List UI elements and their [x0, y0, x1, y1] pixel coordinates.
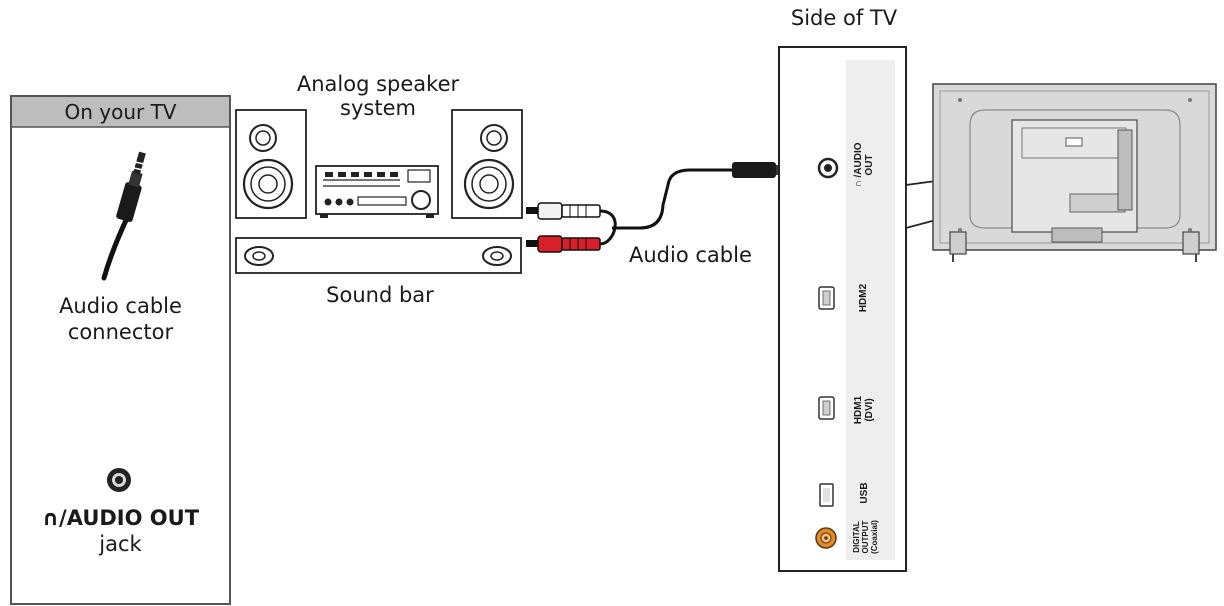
jack-label-line-2: jack [99, 532, 142, 556]
hdmi1-port-icon [818, 396, 835, 420]
port-label-hdmi1: HDM1 (DVI) [853, 388, 875, 432]
port-label-audio-out: ∩ /AUDIO OUT [853, 134, 875, 196]
legend-panel [10, 95, 231, 605]
headphone-icon: ∩ [41, 506, 60, 530]
legend-header: On your TV [64, 100, 177, 124]
audio-jack-icon [107, 468, 131, 492]
port-label-hdmi2: HDM2 [858, 278, 869, 318]
left-speaker-icon [235, 109, 307, 219]
speaker-label-line-2: system [340, 96, 416, 120]
right-speaker-icon [451, 109, 523, 219]
sound-bar-label: Sound bar [326, 283, 434, 307]
port-label-audio-out-line-2: OUT [864, 154, 875, 176]
coax-port-icon [815, 527, 837, 549]
white-rca-plug-icon [526, 202, 601, 220]
tv-back-icon [932, 83, 1217, 262]
port-label-hdmi1-line-2: (DVI) [864, 398, 875, 422]
port-label-usb-text: USB [859, 482, 870, 504]
port-label-usb: USB [859, 478, 870, 508]
audio-cable [599, 168, 736, 246]
port-label-digital: DIGITAL OUTPUT (Coaxial) [852, 512, 879, 562]
connector-label-line-1: Audio cable [59, 294, 182, 318]
port-label-digital-line-1: DIGITAL [852, 521, 861, 553]
sound-bar-icon [235, 237, 522, 274]
audio-out-port-icon [817, 157, 839, 179]
port-label-hdmi1-line-1: HDM1 [853, 395, 864, 425]
red-rca-plug-icon [526, 235, 601, 253]
hdmi2-port-icon [818, 286, 835, 310]
port-label-digital-line-3: (Coaxial) [870, 520, 879, 554]
port-label-audio-out-line-1: ∩ /AUDIO [853, 142, 864, 188]
audio-cable-label: Audio cable [629, 243, 752, 267]
port-label-digital-line-2: OUTPUT [861, 520, 870, 554]
tv-side-title: Side of TV [790, 6, 898, 30]
speaker-label-line-1: Analog speaker [296, 72, 460, 96]
port-label-hdmi2-text: HDM2 [858, 283, 869, 313]
receiver-icon [315, 165, 439, 218]
jack-name: /AUDIO OUT [59, 506, 200, 530]
usb-port-icon [819, 483, 834, 507]
tv-side-panel [778, 46, 907, 572]
jack-label-line-1: ∩/AUDIO OUT [12, 506, 229, 531]
connector-label-line-2: connector [67, 320, 174, 344]
audio-connector-icon [101, 151, 146, 281]
